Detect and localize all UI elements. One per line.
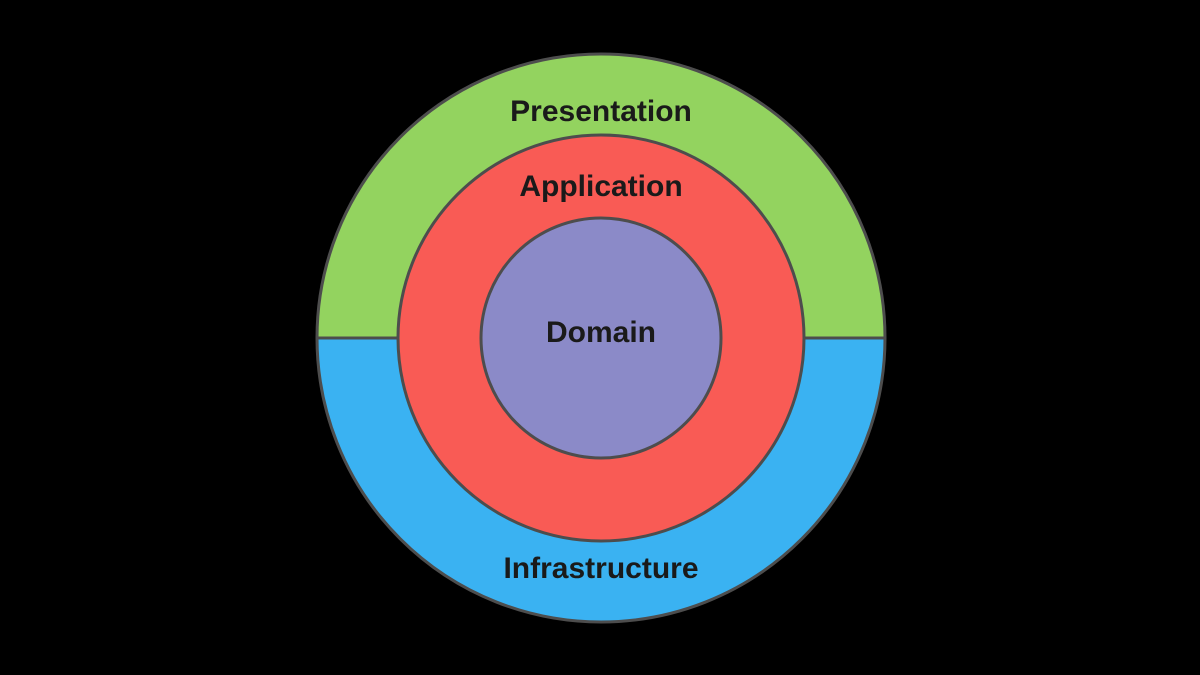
label-presentation: Presentation bbox=[510, 95, 692, 128]
label-domain: Domain bbox=[546, 316, 656, 349]
layer-domain-circle bbox=[479, 216, 723, 460]
label-application: Application bbox=[519, 170, 682, 203]
label-infrastructure: Infrastructure bbox=[503, 552, 698, 585]
